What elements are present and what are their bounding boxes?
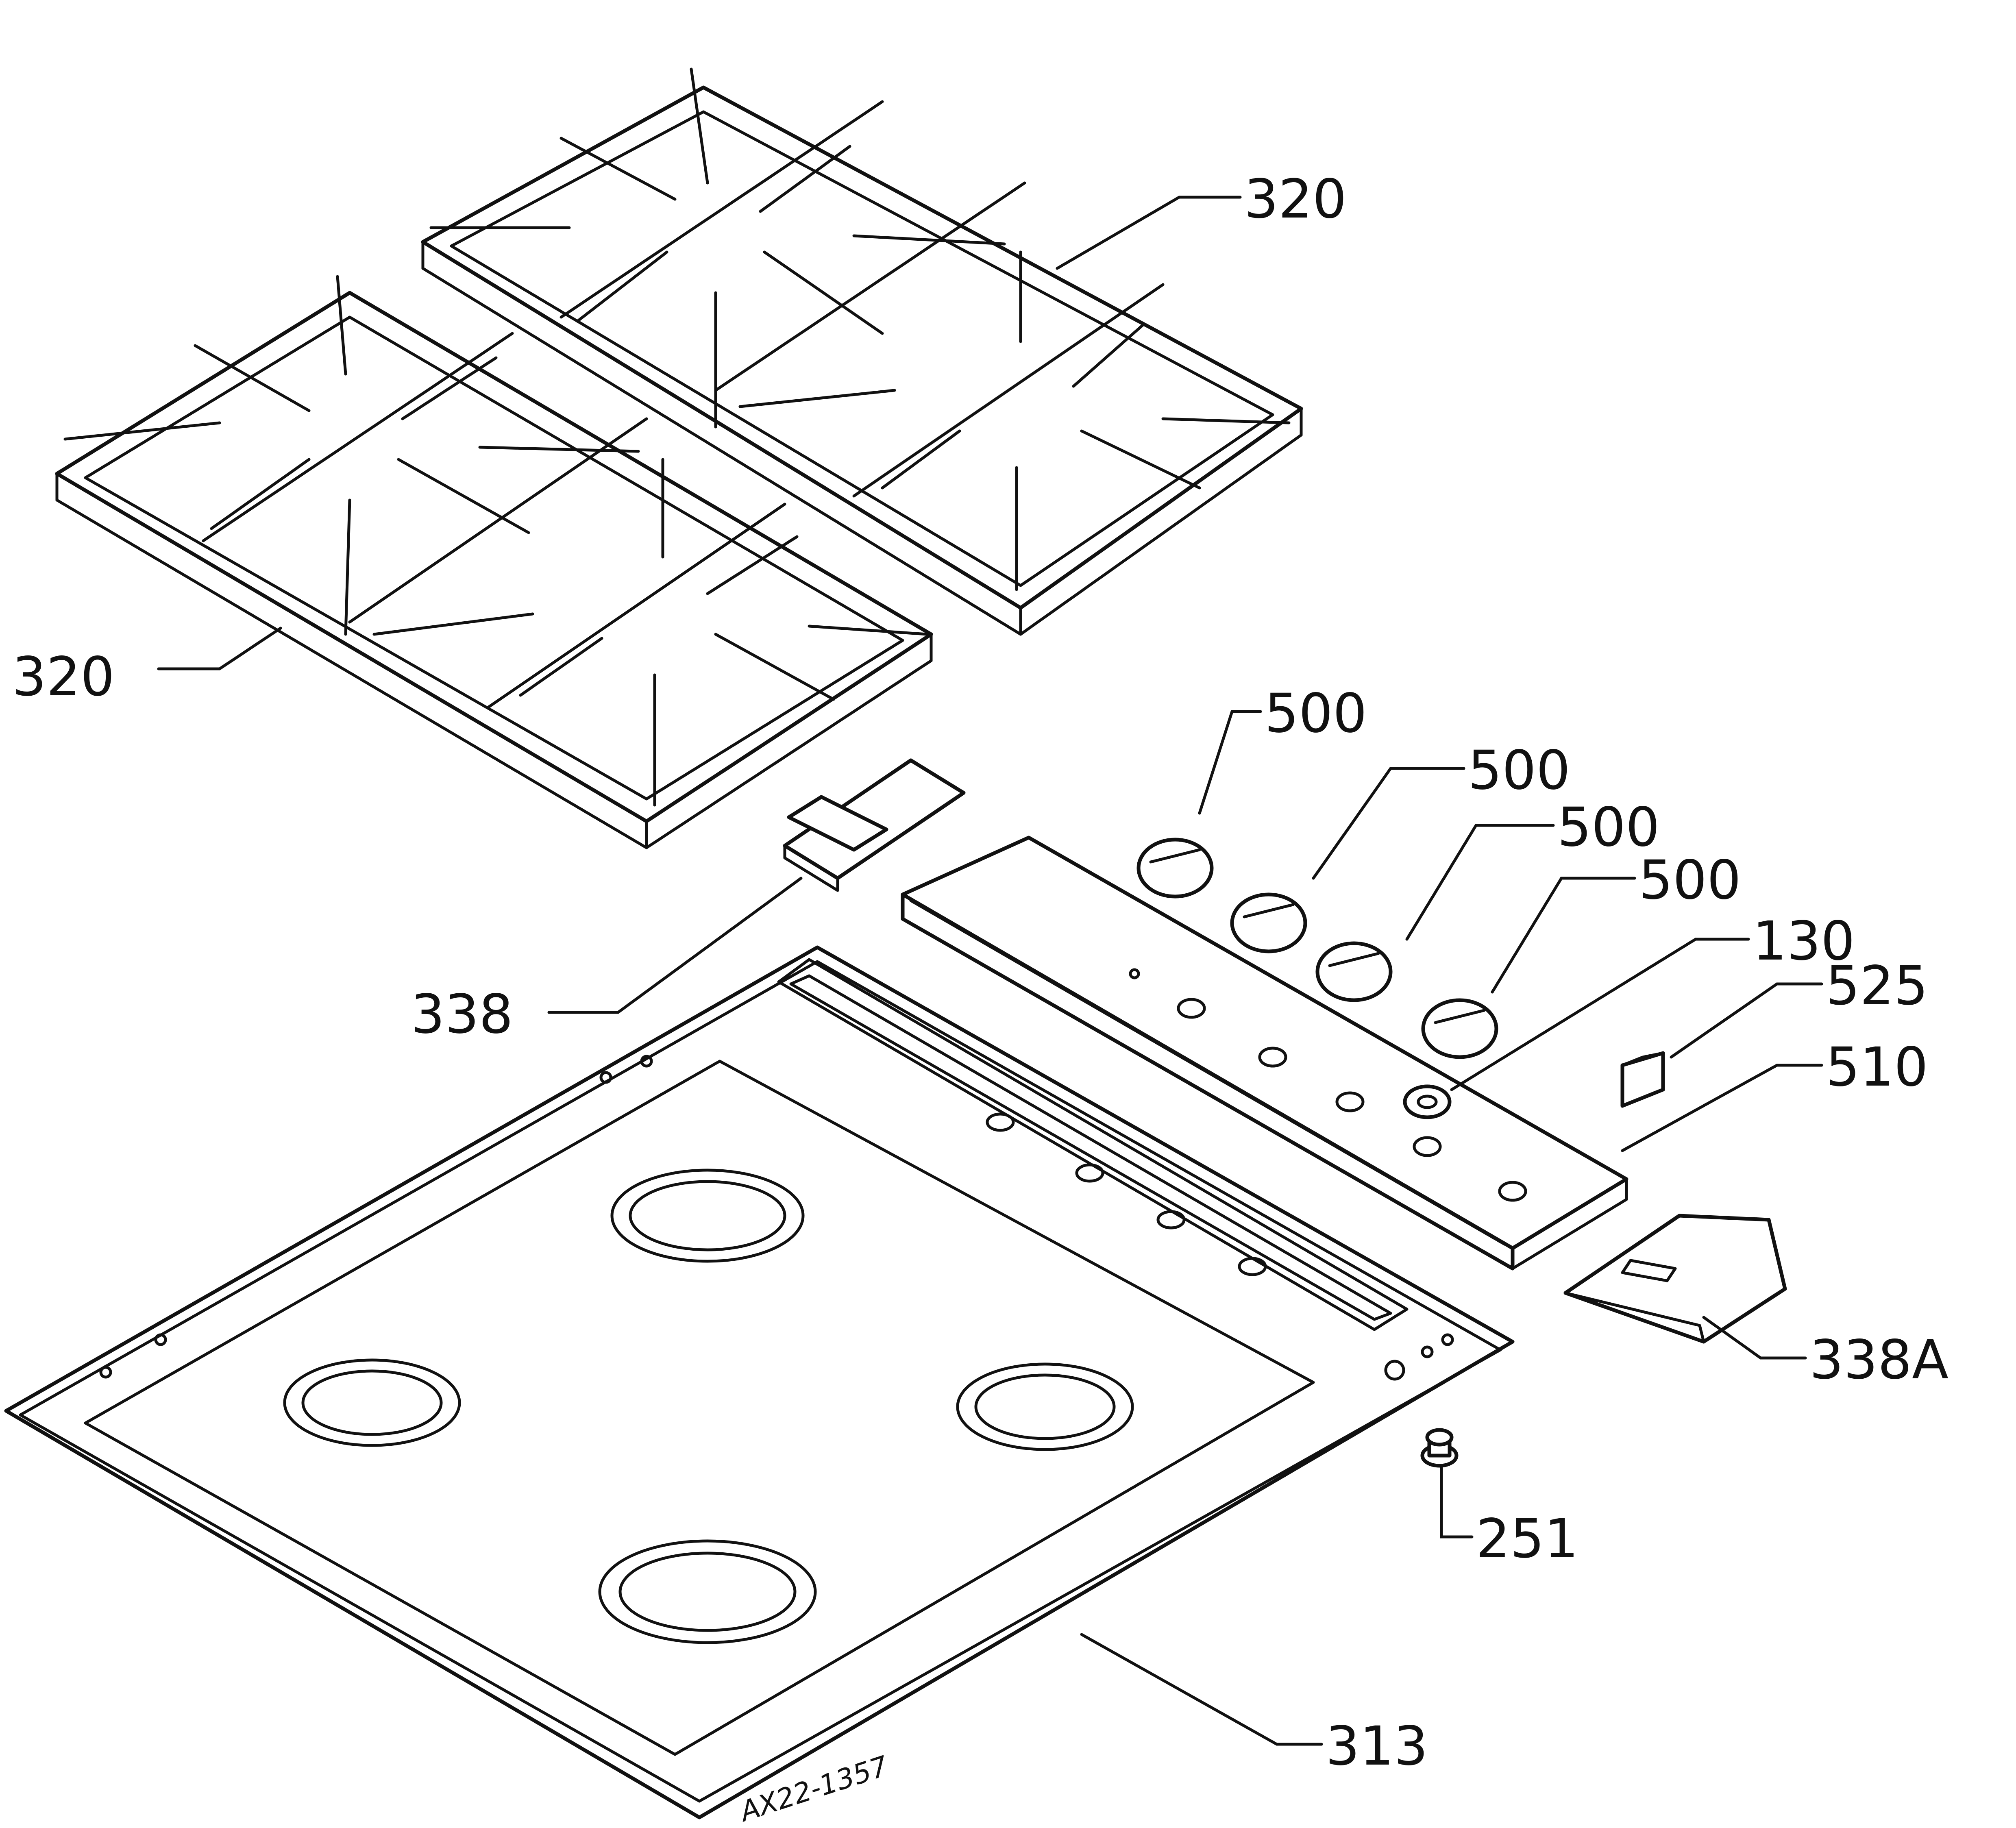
- callout-bezel: 130: [1753, 910, 1855, 973]
- knob-2-part: [1230, 892, 1307, 953]
- pushbutton-part: [1620, 1051, 1665, 1108]
- grate-front-part: [55, 275, 933, 849]
- hob-top-part: [4, 945, 1515, 1819]
- nut-part: [1420, 1428, 1459, 1468]
- bezel-part: [1403, 1084, 1452, 1119]
- callout-knob-4: 500: [1639, 849, 1741, 912]
- grate-rear-part: [421, 67, 1303, 636]
- burner-ring-rear-left: [610, 1169, 805, 1263]
- callout-clip-right: 338A: [1809, 1329, 1949, 1391]
- control-panel-part: [901, 836, 1628, 1271]
- callout-clip-left: 338: [411, 983, 513, 1046]
- callout-grate-rear: 320: [1244, 168, 1347, 231]
- grate-rear-prongs: [429, 67, 1291, 591]
- knob-4-part: [1421, 998, 1498, 1059]
- callout-labels: 320 320 500 500 500 500 130 525 510 338 …: [12, 168, 1949, 1778]
- callout-control-panel: 510: [1826, 1036, 1928, 1099]
- knob-1-part: [1136, 838, 1214, 899]
- callout-grate-front: 320: [12, 646, 115, 708]
- callout-knob-2: 500: [1468, 739, 1570, 802]
- callout-nut: 251: [1476, 1508, 1578, 1570]
- callout-knob-3: 500: [1557, 796, 1660, 859]
- grate-front-prongs: [63, 275, 929, 807]
- knob-3-part: [1315, 941, 1393, 1002]
- leader-lines: [157, 196, 1823, 1746]
- callout-pushbutton: 525: [1826, 955, 1928, 1017]
- clip-left-part: [783, 758, 966, 892]
- burner-ring-front-left: [283, 1358, 461, 1447]
- burner-ring-rear-right: [956, 1362, 1134, 1451]
- burner-ring-front-right: [598, 1539, 817, 1644]
- callout-hob-top: 313: [1326, 1715, 1428, 1778]
- clip-right-part: [1563, 1214, 1787, 1344]
- callout-knob-1: 500: [1265, 682, 1367, 745]
